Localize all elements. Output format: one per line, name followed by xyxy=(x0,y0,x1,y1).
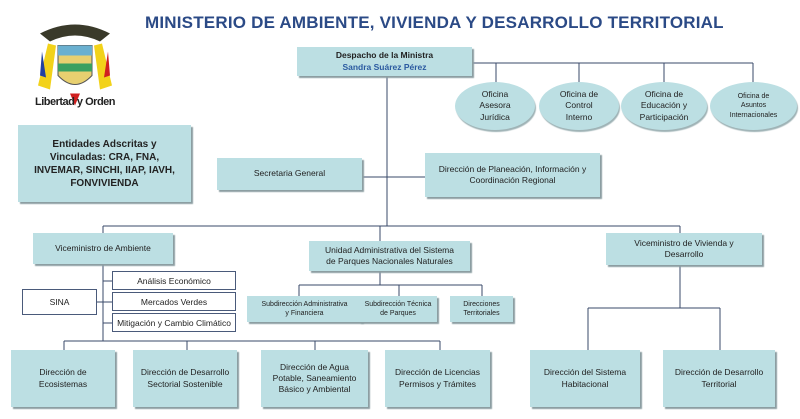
oficina-asuntos-internacionales[interactable]: Oficina de Asuntos Internacionales xyxy=(710,82,797,130)
despacho-title: Despacho de la Ministra xyxy=(335,50,434,61)
page-title: MINISTERIO DE AMBIENTE, VIVIENDA Y DESAR… xyxy=(145,13,724,32)
oficina-educacion[interactable]: Oficina de Educación y Participación xyxy=(621,82,707,130)
direccion-sistema-habitacional-box[interactable]: Dirección del Sistema Habitacional xyxy=(530,350,640,407)
direcciones-territoriales-box[interactable]: Direcciones Territoriales xyxy=(450,296,513,322)
mitigacion-cambio-climatico-box[interactable]: Mitigación y Cambio Climático xyxy=(112,313,236,332)
viceministro-vivienda-box[interactable]: Viceministro de Vivienda y Desarrollo xyxy=(606,233,762,265)
direccion-agua-potable-box[interactable]: Dirección de Agua Potable, Saneamiento B… xyxy=(261,350,368,407)
oficina-control-interno[interactable]: Oficina de Control Interno xyxy=(539,82,619,130)
analisis-economico-box[interactable]: Análisis Económico xyxy=(112,271,236,290)
secretaria-general-box[interactable]: Secretaria General xyxy=(217,158,362,190)
direccion-desarrollo-territorial-box[interactable]: Dirección de Desarrollo Territorial xyxy=(663,350,775,407)
subdireccion-administrativa-box[interactable]: Subdirección Administrativa y Financiera xyxy=(247,296,362,322)
colombia-coat-of-arms-logo xyxy=(38,24,112,106)
direccion-ecosistemas-box[interactable]: Dirección de Ecosistemas xyxy=(11,350,115,407)
entidades-box: Entidades Adscritas y Vinculadas: CRA, F… xyxy=(18,125,191,202)
direccion-desarrollo-sectorial-box[interactable]: Dirección de Desarrollo Sectorial Sosten… xyxy=(133,350,237,407)
viceministro-ambiente-box[interactable]: Viceministro de Ambiente xyxy=(33,233,173,264)
unidad-parques-box[interactable]: Unidad Administrativa del Sistema de Par… xyxy=(309,241,470,271)
sina-box[interactable]: SINA xyxy=(22,289,97,315)
mercados-verdes-box[interactable]: Mercados Verdes xyxy=(112,292,236,311)
subdireccion-tecnica-box[interactable]: Subdirección Técnica de Parques xyxy=(359,296,437,322)
minister-name: Sandra Suárez Pérez xyxy=(342,61,427,72)
oficina-juridica[interactable]: Oficina Asesora Jurídica xyxy=(455,82,535,130)
logo-motto: Libertad y Orden xyxy=(34,96,116,108)
direccion-licencias-box[interactable]: Dirección de Licencias Permisos y Trámit… xyxy=(385,350,490,407)
direccion-planeacion-box[interactable]: Dirección de Planeación, Información y C… xyxy=(425,153,600,197)
despacho-ministra-box[interactable]: Despacho de la Ministra Sandra Suárez Pé… xyxy=(297,47,472,76)
